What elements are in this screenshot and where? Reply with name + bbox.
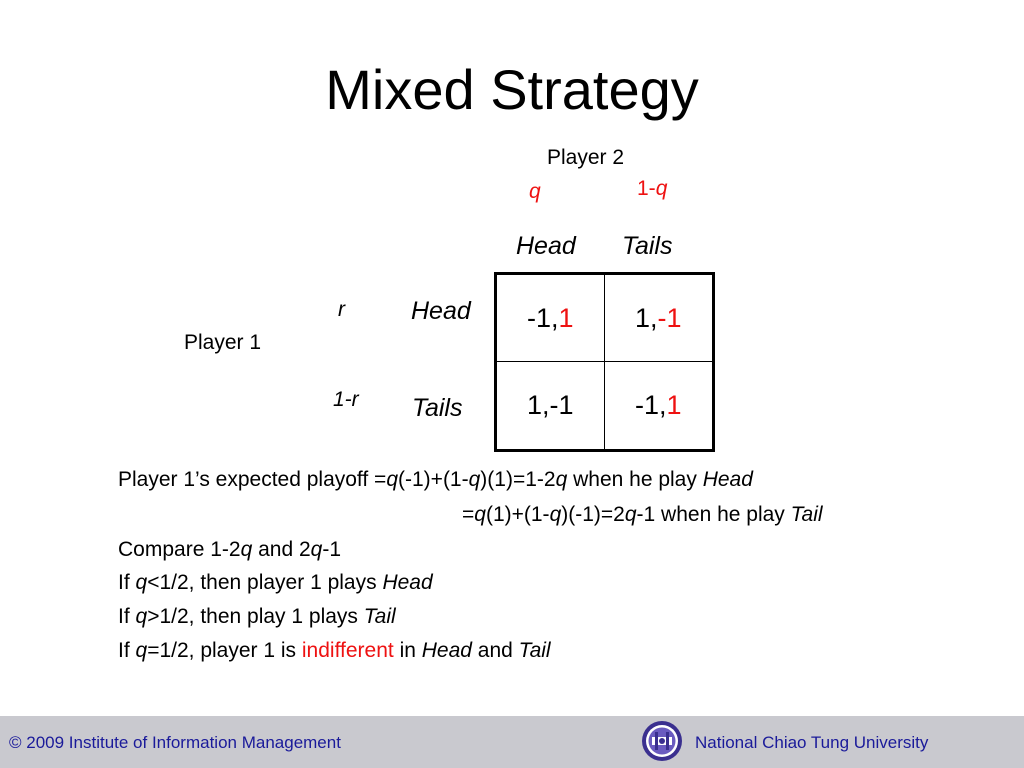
var-q: q — [135, 605, 148, 628]
strategy-tail: Tail — [790, 503, 823, 526]
condition-equal-line: If q=1/2, player 1 is indifferent in Hea… — [118, 640, 551, 661]
var-q: q — [549, 503, 562, 526]
expected-payoff-line-1: Player 1’s expected playoff =q(-1)+(1-q)… — [118, 469, 753, 490]
payoff-matrix: -1,1 1,-1 1,-1 -1,1 — [494, 272, 715, 452]
col-prob-var: q — [655, 177, 668, 200]
var-q: q — [555, 468, 568, 491]
indifferent-highlight: indifferent — [301, 639, 394, 662]
strategy-head: Head — [702, 468, 753, 491]
var-q: q — [135, 639, 148, 662]
text-run: >1/2, then play 1 plays — [147, 605, 364, 628]
col-prob-q: q — [529, 180, 541, 203]
text-run: =1/2, player 1 is — [147, 639, 302, 662]
text-run: <1/2, then player 1 plays — [147, 571, 383, 594]
payoff-cell-head-head: -1,1 — [497, 275, 605, 362]
text-run: If — [118, 639, 136, 662]
expected-payoff-line-2: =q(1)+(1-q)(-1)=2q-1 when he play Tail — [462, 504, 823, 525]
var-q: q — [135, 571, 148, 594]
payoff-p2: 1 — [558, 302, 574, 333]
row-prob-r: r — [338, 298, 345, 321]
strategy-head: Head — [421, 639, 472, 662]
university-seal-icon — [642, 721, 682, 761]
player2-label: Player 2 — [547, 146, 625, 169]
payoff-p2: -1 — [657, 302, 682, 333]
footer-university: National Chiao Tung University — [695, 733, 929, 752]
payoff-cell-head-tails: 1,-1 — [604, 275, 712, 362]
payoff-p1: -1, — [634, 390, 667, 420]
text-run: -1 — [322, 538, 342, 561]
text-run: If — [118, 605, 136, 628]
footer-copyright: © 2009 Institute of Information Manageme… — [9, 733, 341, 752]
footer-bar: © 2009 Institute of Information Manageme… — [0, 716, 1024, 768]
strategy-tail: Tail — [363, 605, 396, 628]
text-run: If — [118, 571, 136, 594]
col-prob-prefix: 1- — [637, 177, 656, 200]
col-prob-one-minus-q: 1-q — [637, 177, 667, 201]
text-run: Compare 1-2 — [118, 538, 241, 561]
compare-line: Compare 1-2q and 2q-1 — [118, 539, 341, 560]
payoff-p2: -1 — [549, 390, 574, 420]
row-header-head: Head — [411, 297, 471, 325]
text-run: in — [393, 639, 422, 662]
payoff-p1: 1, — [526, 390, 550, 420]
player1-label: Player 1 — [184, 331, 262, 354]
text-run: (1)+(1- — [485, 503, 550, 526]
var-q: q — [468, 468, 481, 491]
var-q: q — [310, 538, 323, 561]
payoff-cell-tails-tails: -1,1 — [605, 362, 713, 449]
col-header-tails: Tails — [622, 232, 673, 260]
text-run: and 2 — [252, 538, 311, 561]
var-q: q — [240, 538, 253, 561]
text-run: = — [462, 503, 475, 526]
slide-title: Mixed Strategy — [325, 58, 699, 121]
payoff-cell-tails-head: 1,-1 — [497, 362, 605, 449]
var-q: q — [624, 503, 637, 526]
text-run: (-1)+(1- — [398, 468, 469, 491]
strategy-tail: Tail — [518, 639, 551, 662]
condition-greater-line: If q>1/2, then play 1 plays Tail — [118, 606, 396, 627]
var-q: q — [474, 503, 486, 526]
col-header-head: Head — [516, 232, 576, 260]
text-run: -1 when he play — [636, 503, 791, 526]
text-run: Player 1’s expected playoff = — [118, 468, 387, 491]
condition-less-line: If q<1/2, then player 1 plays Head — [118, 572, 433, 593]
payoff-p1: 1, — [634, 302, 658, 333]
text-run: and — [471, 639, 519, 662]
row-header-tails: Tails — [412, 394, 463, 422]
var-q: q — [386, 468, 399, 491]
row-prob-one-minus-r: 1-r — [333, 388, 359, 411]
text-run: )(-1)=2 — [561, 503, 625, 526]
text-run: when he play — [567, 468, 703, 491]
payoff-p2: 1 — [666, 390, 682, 420]
payoff-p1: -1, — [526, 302, 559, 333]
strategy-head: Head — [382, 571, 433, 594]
text-run: )(1)=1-2 — [480, 468, 556, 491]
